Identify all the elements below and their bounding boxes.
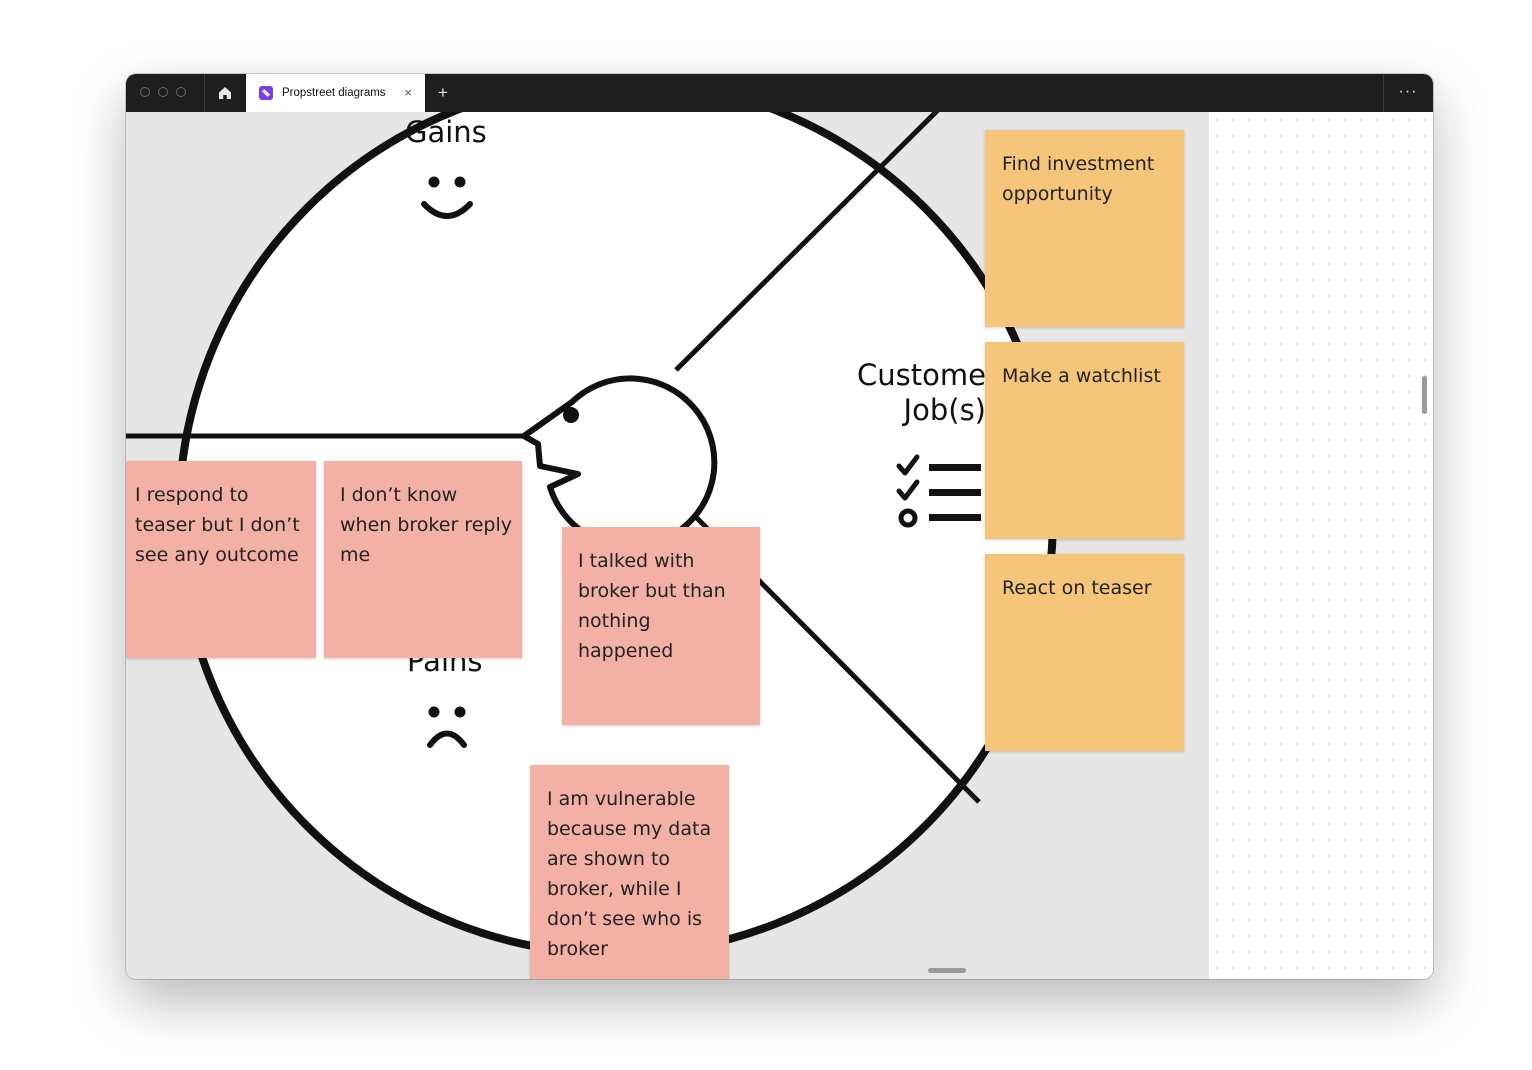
sticky-note-text: I don’t know when broker reply me (340, 484, 512, 566)
close-tab-button[interactable]: × (404, 85, 412, 100)
sticky-note-text: I am vulnerable because my data are show… (547, 788, 712, 960)
figjam-file-icon (259, 86, 273, 100)
customer-jobs-label-line2: Job(s) (903, 393, 986, 427)
sticky-note-text: Find investment opportunity (1002, 153, 1155, 205)
minimize-window-button[interactable] (158, 87, 168, 97)
tab-title: Propstreet diagrams (282, 87, 386, 99)
sticky-note-job[interactable]: Make a watchlist (985, 342, 1184, 539)
smiley-face-icon (421, 176, 473, 219)
close-window-button[interactable] (140, 87, 150, 97)
sticky-note-pain[interactable]: I respond to teaser but I don’t see any … (126, 461, 316, 658)
home-icon (219, 87, 231, 99)
horizontal-scrollbar[interactable] (928, 968, 966, 973)
divider (1383, 74, 1384, 112)
customer-jobs-label: Custome Job(s) (826, 358, 986, 428)
zoom-window-button[interactable] (176, 87, 186, 97)
sticky-note-text: Make a watchlist (1002, 365, 1161, 387)
divider-line-upper (674, 112, 940, 372)
vertical-scrollbar[interactable] (1422, 376, 1427, 414)
gains-label: Gains (405, 115, 487, 149)
sticky-note-text: I talked with broker but than nothing ha… (578, 550, 726, 662)
title-bar: Propstreet diagrams × + ··· (126, 74, 1433, 112)
divider (204, 74, 205, 112)
checklist-icon (896, 454, 981, 528)
window-controls (140, 87, 186, 97)
sticky-note-pain[interactable]: I talked with broker but than nothing ha… (562, 527, 760, 725)
more-options-button[interactable]: ··· (1398, 83, 1418, 100)
sticky-note-text: I respond to teaser but I don’t see any … (135, 484, 300, 566)
customer-head-icon (521, 375, 718, 550)
sticky-note-job[interactable]: Find investment opportunity (985, 130, 1184, 327)
sticky-note-job[interactable]: React on teaser (985, 554, 1184, 751)
sad-face-icon (427, 706, 467, 748)
sticky-note-pain[interactable]: I don’t know when broker reply me (324, 461, 522, 658)
sticky-note-pain[interactable]: I am vulnerable because my data are show… (530, 765, 729, 979)
app-window: Propstreet diagrams × + ··· (126, 74, 1433, 979)
new-tab-button[interactable]: + (438, 83, 448, 102)
board-canvas[interactable]: Gains Pains Custome Job(s) I respond to … (126, 112, 1433, 979)
customer-jobs-label-line1: Custome (857, 358, 986, 392)
sticky-note-text: React on teaser (1002, 577, 1152, 599)
dot-grid-area (1209, 112, 1433, 979)
tab-propstreet-diagrams[interactable]: Propstreet diagrams × (246, 74, 425, 112)
home-button[interactable] (206, 74, 244, 112)
